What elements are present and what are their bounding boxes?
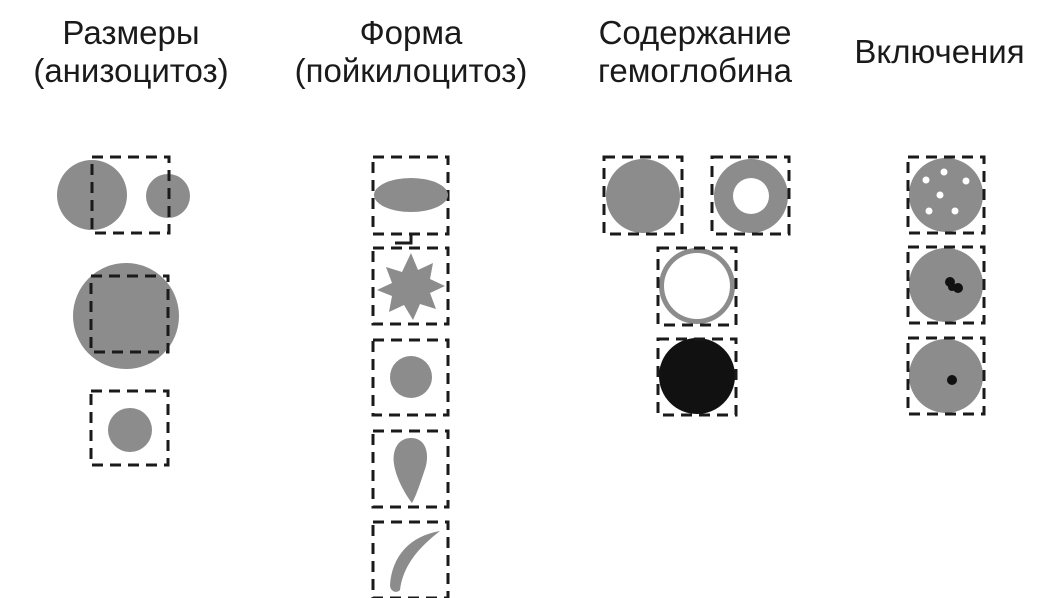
column-title-inclusions: Включения <box>832 33 1047 71</box>
microcyte <box>108 408 152 452</box>
hyperchromic <box>659 338 735 414</box>
column-title-shape: Форма (пойкилоцитоз) <box>270 14 552 90</box>
cell-body <box>909 158 983 232</box>
cell-body <box>909 339 983 413</box>
frame <box>906 245 986 325</box>
hypochromic-cell <box>656 246 738 327</box>
inclusion-dot <box>962 177 970 185</box>
inclusion-dot <box>922 176 930 184</box>
target-cell <box>710 155 791 236</box>
frame <box>602 155 684 236</box>
title-line: (пойкилоцитоз) <box>294 52 528 89</box>
frame <box>371 338 450 417</box>
echinocyte <box>377 253 445 320</box>
inclusion-dot <box>951 207 959 215</box>
elliptocyte <box>374 178 448 212</box>
normal-size-frame <box>90 155 171 235</box>
inclusion-cell-single <box>906 336 986 416</box>
column-title-size: Размеры (анизоцитоз) <box>0 14 262 90</box>
normochromic <box>606 159 680 233</box>
frame <box>656 246 738 327</box>
title-line: Форма <box>359 14 463 51</box>
drepanocyte <box>390 531 440 592</box>
frame <box>371 429 450 509</box>
frame <box>371 520 450 598</box>
title-line: Содержание <box>598 14 792 51</box>
sickle-cell <box>371 520 450 598</box>
inclusion-cell-multiple <box>906 245 986 325</box>
microcyte-cell <box>89 389 170 467</box>
elliptocyte-cell <box>371 155 450 236</box>
frame <box>710 155 791 236</box>
size-column <box>57 155 190 467</box>
title-line: Размеры <box>62 14 200 51</box>
inclusions-column <box>906 155 986 416</box>
inclusion-dot <box>940 168 948 176</box>
normal-size-frame <box>89 274 170 354</box>
normal-size-frame <box>89 389 170 467</box>
normochromic-cell <box>602 155 684 236</box>
dacrocyte <box>393 438 428 503</box>
column-title-hemoglobin: Содержание гемоглобина <box>570 14 820 90</box>
frame <box>906 155 986 235</box>
macrocyte <box>73 263 179 369</box>
target-cell-center <box>733 178 769 214</box>
inclusion-cell-vacuoles <box>906 155 986 235</box>
hypochromic-center <box>664 253 730 319</box>
spherocyte-cell <box>371 338 450 417</box>
frame <box>371 246 450 326</box>
hyperchromic-cell <box>656 337 738 417</box>
inclusion-dot <box>947 375 957 385</box>
echinocyte-cell <box>371 246 450 326</box>
inclusion-dot <box>948 283 956 291</box>
inclusion-dot <box>936 191 944 199</box>
inclusion-dot <box>925 207 933 215</box>
teardrop-cell <box>371 429 450 509</box>
frame <box>906 336 986 416</box>
large-cell <box>57 160 127 230</box>
macrocyte-cell <box>73 263 179 369</box>
spherocyte <box>390 356 432 398</box>
title-line: (анизоцитоз) <box>33 52 229 89</box>
shape-column <box>371 155 450 598</box>
hemoglobin-column <box>602 155 791 417</box>
frame <box>656 337 738 417</box>
size-pair-normal-vs-micro <box>57 155 190 235</box>
title-line: гемоглобина <box>598 52 792 89</box>
title-line: Включения <box>854 33 1025 70</box>
connector <box>395 234 413 245</box>
